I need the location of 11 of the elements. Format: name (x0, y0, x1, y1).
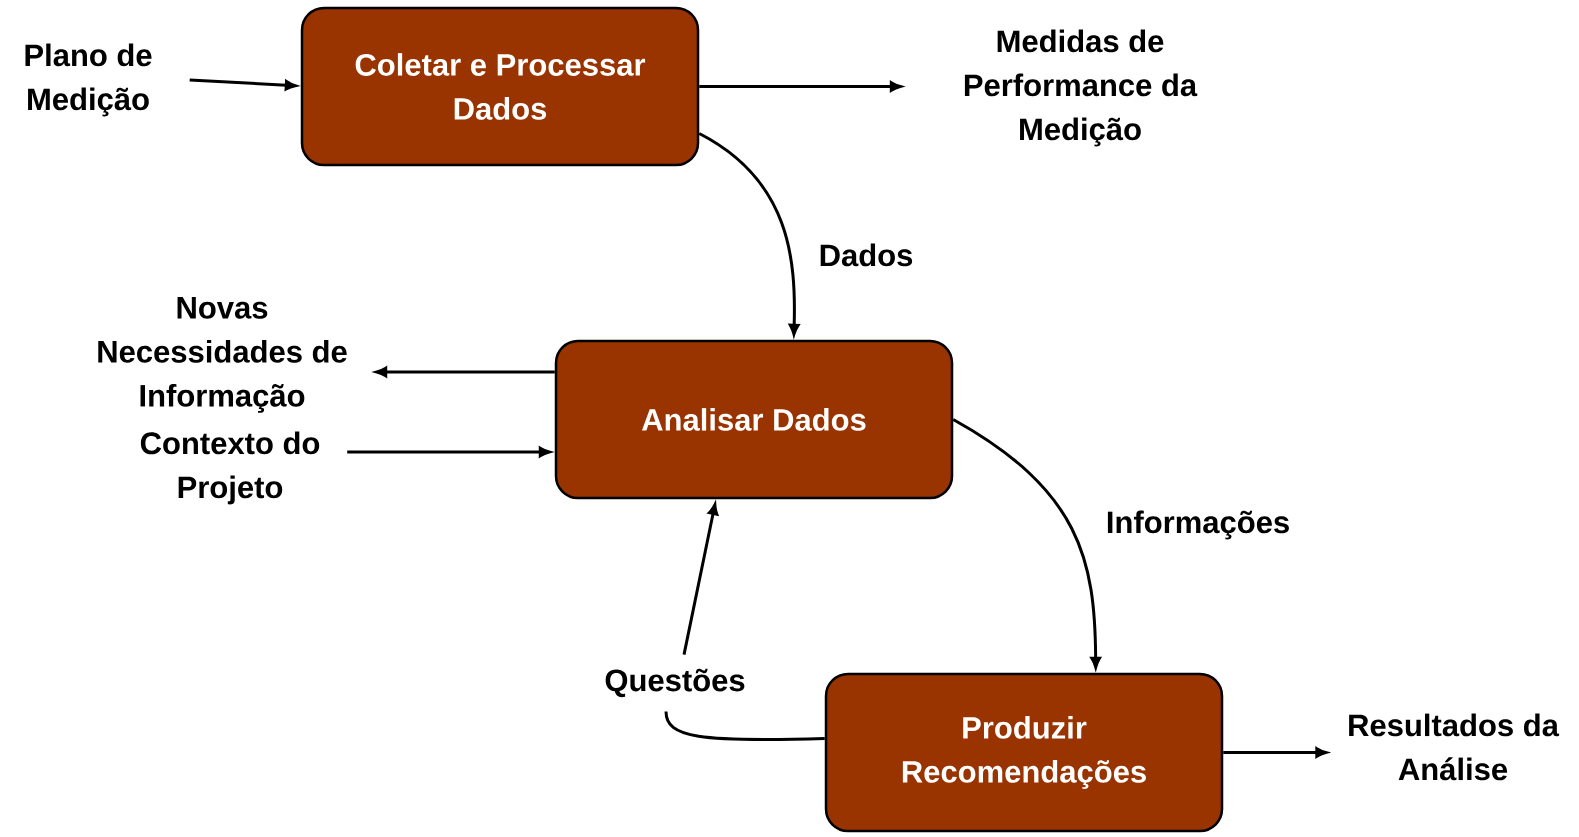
process-box: Produzir Recomendações (824, 672, 1224, 833)
flow-label: Resultados da Análise (1349, 713, 1560, 781)
process-box: Analisar Dados (554, 339, 954, 500)
flow-label: Medidas de Performance da Medição (964, 29, 1198, 147)
edge-label: Informações (1103, 508, 1293, 542)
edge-label: Dados (816, 241, 916, 269)
process-box: Coletar e Processar Dados (300, 6, 700, 167)
flow-label: Plano de Medição (25, 43, 152, 117)
flow-label: Contexto do Projeto (140, 431, 320, 505)
flow-label: Questões (605, 668, 745, 698)
flow-label: Novas Necessidades de Informação (98, 297, 347, 413)
